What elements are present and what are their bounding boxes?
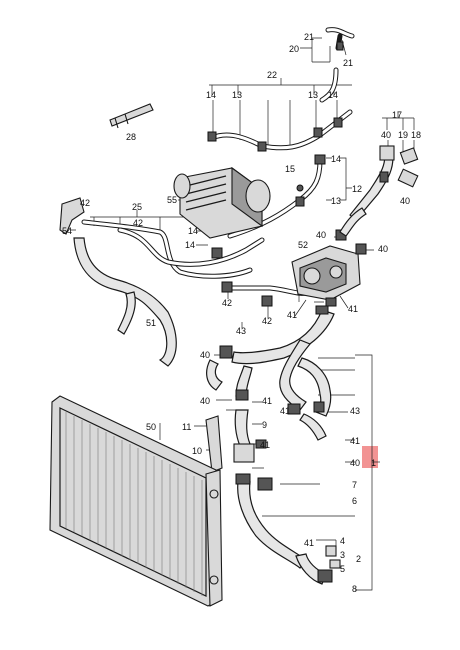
lower-hose <box>235 473 341 585</box>
highlight-box <box>362 446 378 468</box>
callout-17: 17 <box>392 110 402 120</box>
callouts: 20 21 21 22 14 13 13 14 28 17 40 19 18 1… <box>62 32 421 594</box>
callout-42-b: 42 <box>133 218 143 228</box>
callout-40-d: 40 <box>378 244 388 254</box>
callout-25: 25 <box>132 202 142 212</box>
callout-40-g: 40 <box>350 458 360 468</box>
callout-15: 15 <box>285 164 295 174</box>
callout-10: 10 <box>192 446 202 456</box>
callout-55: 55 <box>167 195 177 205</box>
callout-3: 3 <box>340 550 345 560</box>
callout-22: 22 <box>267 70 277 80</box>
callout-8: 8 <box>352 584 357 594</box>
upper-hose <box>206 297 337 417</box>
callout-41-a: 41 <box>287 310 297 320</box>
callout-5: 5 <box>340 564 345 574</box>
callout-41-b: 41 <box>348 304 358 314</box>
callout-28: 28 <box>126 132 136 142</box>
pipes-25 <box>81 219 313 307</box>
callout-40-f: 40 <box>200 396 210 406</box>
callout-9: 9 <box>262 420 267 430</box>
callout-2: 2 <box>356 554 361 564</box>
callout-12: 12 <box>352 184 362 194</box>
callout-41-f: 41 <box>350 436 360 446</box>
callout-21-top: 21 <box>304 32 314 42</box>
callout-40-e: 40 <box>200 350 210 360</box>
callout-19: 19 <box>398 130 408 140</box>
part-28 <box>109 103 154 129</box>
callout-50: 50 <box>146 422 156 432</box>
callout-13-c: 13 <box>331 196 341 206</box>
callout-40-b: 40 <box>400 196 410 206</box>
callout-7: 7 <box>352 480 357 490</box>
hose-51 <box>73 237 177 367</box>
part-17 <box>349 145 419 221</box>
callout-40-c: 40 <box>316 230 326 240</box>
callout-18: 18 <box>411 130 421 140</box>
callout-21-right: 21 <box>343 58 353 68</box>
callout-14-c: 14 <box>331 154 341 164</box>
callout-42-d: 42 <box>262 316 272 326</box>
callout-52: 52 <box>298 240 308 250</box>
part-54 <box>59 197 85 235</box>
callout-41-d: 41 <box>280 406 290 416</box>
callout-13-a: 13 <box>232 90 242 100</box>
callout-51: 51 <box>146 318 156 328</box>
callout-41-g: 41 <box>304 538 314 548</box>
radiator-50 <box>49 395 223 607</box>
callout-42-c: 42 <box>222 298 232 308</box>
part-55 <box>173 166 271 239</box>
callout-54: 54 <box>62 226 72 236</box>
callout-43-b: 43 <box>350 406 360 416</box>
pipe-22 <box>207 109 353 152</box>
callout-6: 6 <box>352 496 357 506</box>
callout-42-a: 42 <box>80 198 90 208</box>
callout-13-b: 13 <box>308 90 318 100</box>
part-52 <box>291 207 367 301</box>
callout-11: 11 <box>182 422 191 432</box>
callout-1-highlighted: 1 <box>371 458 376 468</box>
callout-40-a: 40 <box>381 130 391 140</box>
callout-43-a: 43 <box>236 326 246 336</box>
callout-41-e: 41 <box>260 440 270 450</box>
callout-14-a: 14 <box>206 90 216 100</box>
callout-41-c: 41 <box>262 396 272 406</box>
hose-21 <box>319 27 355 103</box>
thermostat-parts <box>205 409 327 473</box>
callout-14-d: 14 <box>188 226 198 236</box>
callout-20: 20 <box>289 44 299 54</box>
callout-14-e: 14 <box>185 240 195 250</box>
callout-14-b: 14 <box>328 90 338 100</box>
callout-4: 4 <box>340 536 345 546</box>
